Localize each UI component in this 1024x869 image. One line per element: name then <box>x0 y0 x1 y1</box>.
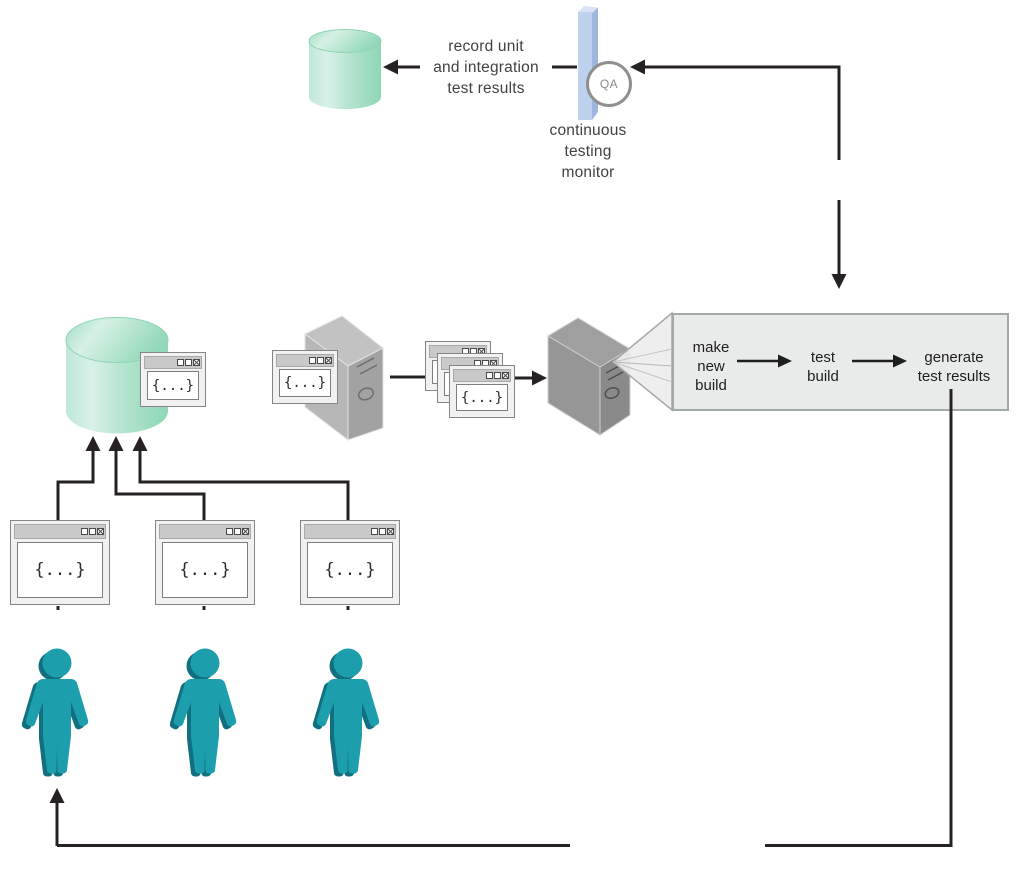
developer-3 <box>312 648 380 777</box>
maximize-icon <box>317 357 324 364</box>
window-titlebar <box>453 369 511 382</box>
results-cylinder <box>308 29 382 109</box>
developer-window-3: {...} <box>300 520 400 605</box>
code-snippet: {...} <box>147 371 199 400</box>
code-snippet: {...} <box>162 542 248 598</box>
commit-line-1 <box>56 450 95 521</box>
window-anchor-stubs <box>56 606 350 610</box>
arrowheads <box>49 59 847 803</box>
code-snippet: {...} <box>307 542 393 598</box>
arrowhead-to-developers <box>49 788 65 803</box>
step-generate-test-results: generate test results <box>917 349 991 385</box>
code-snippet: {...} <box>456 384 508 411</box>
arrowhead-commit-2 <box>108 436 124 451</box>
code-snippet: {...} <box>279 369 331 397</box>
maximize-icon <box>89 528 96 535</box>
results-return-line-right <box>765 389 953 847</box>
close-icon <box>193 359 200 366</box>
qa-badge-label: QA <box>599 77 619 91</box>
arrowhead-into-qa-monitor <box>630 59 645 75</box>
minimize-icon <box>177 359 184 366</box>
minimize-icon <box>309 357 316 364</box>
minimize-icon <box>371 528 378 535</box>
arrowhead-into-build-server-left <box>532 370 547 386</box>
developer-1 <box>21 648 89 777</box>
close-icon <box>325 357 332 364</box>
developer-figures <box>21 648 380 777</box>
window-titlebar <box>304 524 396 539</box>
arrowhead-commit-1 <box>85 436 101 451</box>
maximize-icon <box>494 372 501 379</box>
results-return-line-left <box>55 803 570 847</box>
code-snippet: {...} <box>17 542 103 598</box>
step-test-build: test build <box>807 349 839 385</box>
maximize-icon <box>185 359 192 366</box>
step-make-new-build: make new build <box>692 339 730 394</box>
window-titlebar <box>144 356 202 369</box>
close-icon <box>387 528 394 535</box>
build-process-banner: make new build test build generate test … <box>672 313 1009 411</box>
developer-2 <box>169 648 237 777</box>
minimize-icon <box>81 528 88 535</box>
close-icon <box>242 528 249 535</box>
arrowhead-into-results-cylinder <box>383 59 398 75</box>
developer-window-2: {...} <box>155 520 255 605</box>
arrowhead-commit-3 <box>132 436 148 451</box>
close-icon <box>97 528 104 535</box>
build-beam <box>611 311 673 412</box>
qa-badge: QA <box>586 61 632 107</box>
monitor-feed-line <box>644 65 841 160</box>
maximize-icon <box>379 528 386 535</box>
monitor-label: continuous testing monitor <box>549 122 627 181</box>
commit-line-3 <box>138 450 350 521</box>
close-icon <box>502 372 509 379</box>
code-window-database: {...} <box>140 352 206 407</box>
record-results-label: record unit and integration test results <box>420 36 552 99</box>
minimize-icon <box>226 528 233 535</box>
developer-window-1: {...} <box>10 520 110 605</box>
code-window-stack-front: {...} <box>449 365 515 418</box>
commit-line-2 <box>114 450 206 521</box>
arrowhead-into-build-server-top <box>831 274 847 289</box>
window-titlebar <box>14 524 106 539</box>
window-titlebar <box>276 354 334 367</box>
window-titlebar <box>159 524 251 539</box>
code-window-server: {...} <box>272 350 338 404</box>
build-server <box>547 317 631 436</box>
minimize-icon <box>486 372 493 379</box>
maximize-icon <box>234 528 241 535</box>
